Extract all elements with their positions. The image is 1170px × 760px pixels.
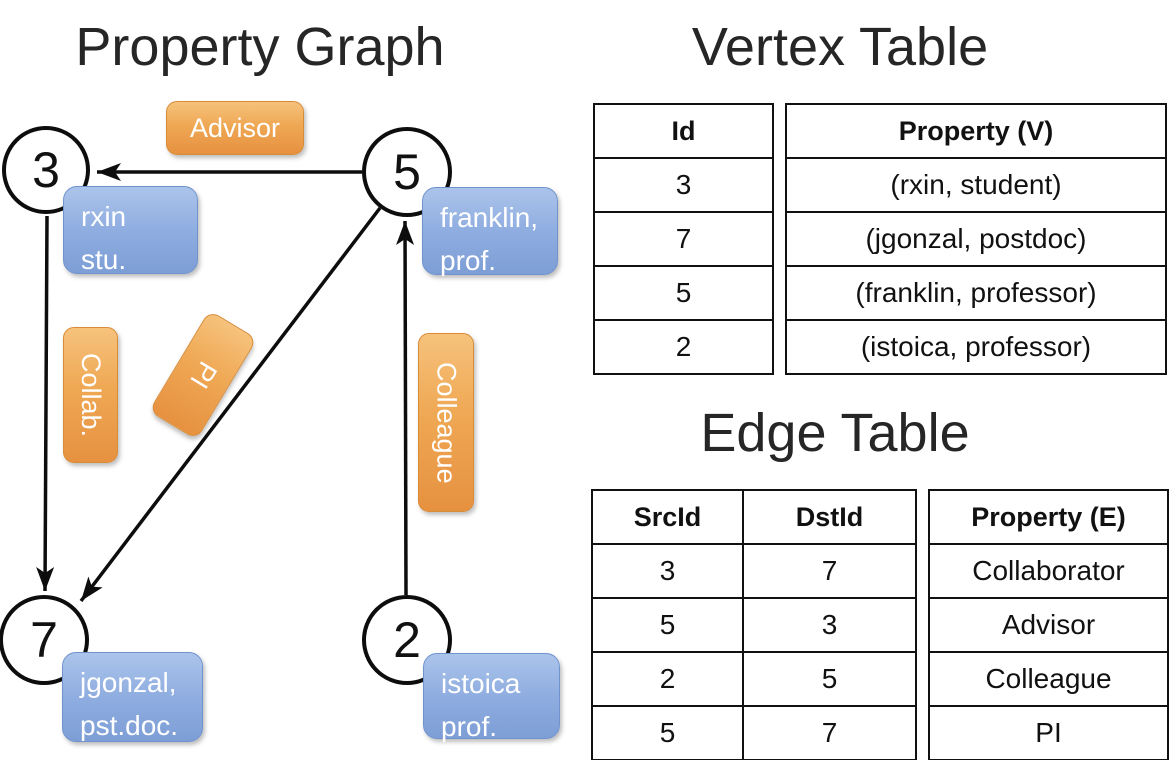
node-7-id: 7 bbox=[30, 612, 58, 668]
table-row: 3 bbox=[593, 157, 774, 213]
table-cell: PI bbox=[928, 705, 1169, 760]
property-line: istoica bbox=[441, 668, 521, 699]
property-line: prof. bbox=[440, 245, 497, 276]
property-line: stu. bbox=[81, 244, 127, 275]
table-header-row: SrcId DstId bbox=[591, 489, 917, 545]
table-cell: 5 bbox=[593, 265, 774, 321]
node-5-id: 5 bbox=[393, 144, 421, 200]
table-cell: 3 bbox=[591, 543, 744, 599]
node-2-id: 2 bbox=[393, 612, 421, 668]
table-cell: 7 bbox=[742, 705, 917, 760]
table-gap bbox=[774, 103, 785, 375]
table-row: PI bbox=[928, 705, 1169, 760]
edge-table-title: Edge Table bbox=[700, 403, 970, 463]
property-line: rxin bbox=[81, 201, 127, 232]
edge-collab-3-to-7 bbox=[36, 215, 55, 592]
table-row: (jgonzal, postdoc) bbox=[785, 211, 1167, 267]
edge-label-collab: Collab. bbox=[63, 327, 118, 463]
table-cell: 7 bbox=[742, 543, 917, 599]
table-row: Colleague bbox=[928, 651, 1169, 707]
table-cell: 3 bbox=[593, 157, 774, 213]
graph-title: Property Graph bbox=[75, 17, 445, 77]
table-header-row: Id bbox=[593, 103, 774, 159]
node-7-property-box: jgonzal, pst.doc. bbox=[62, 652, 203, 742]
edge-label-pi: PI bbox=[148, 310, 258, 440]
node-5-property-box: franklin, prof. bbox=[422, 187, 558, 276]
edge-colleague-2-to-5 bbox=[396, 220, 415, 596]
column-header-property-e: Property (E) bbox=[928, 489, 1169, 545]
table-header-row: Property (E) bbox=[928, 489, 1169, 545]
table-cell: Advisor bbox=[928, 597, 1169, 653]
table-row: Collaborator bbox=[928, 543, 1169, 599]
table-cell: (franklin, professor) bbox=[785, 265, 1167, 321]
table-row: 2 bbox=[593, 319, 774, 375]
table-row: Advisor bbox=[928, 597, 1169, 653]
node-3-property-box: rxin stu. bbox=[63, 186, 198, 275]
table-cell: 7 bbox=[593, 211, 774, 267]
property-line: jgonzal, bbox=[80, 667, 177, 698]
table-cell: 5 bbox=[591, 705, 744, 760]
table-cell: (rxin, student) bbox=[785, 157, 1167, 213]
table-cell: 2 bbox=[593, 319, 774, 375]
table-cell: 5 bbox=[742, 651, 917, 707]
table-cell: 2 bbox=[591, 651, 744, 707]
table-gap bbox=[917, 489, 928, 760]
table-row: (istoica, professor) bbox=[785, 319, 1167, 375]
property-line: pst.doc. bbox=[80, 710, 179, 741]
table-row: 7 bbox=[593, 211, 774, 267]
node-3-id: 3 bbox=[32, 142, 60, 198]
table-cell: 5 bbox=[591, 597, 744, 653]
column-header-srcid: SrcId bbox=[591, 489, 744, 545]
column-header-property-v: Property (V) bbox=[785, 103, 1167, 159]
table-cell: (istoica, professor) bbox=[785, 319, 1167, 375]
node-3: 3 bbox=[2, 126, 90, 214]
table-row: (rxin, student) bbox=[785, 157, 1167, 213]
table-cell: 3 bbox=[742, 597, 917, 653]
table-row: (franklin, professor) bbox=[785, 265, 1167, 321]
column-header-dstid: DstId bbox=[742, 489, 917, 545]
table-cell: (jgonzal, postdoc) bbox=[785, 211, 1167, 267]
table-cell: Collaborator bbox=[928, 543, 1169, 599]
vertex-property-subtable: Property (V) (rxin, student)(jgonzal, po… bbox=[785, 103, 1167, 375]
property-line: franklin, bbox=[440, 202, 539, 233]
node-2-property-box: istoica prof. bbox=[423, 653, 560, 742]
property-line: prof. bbox=[441, 711, 498, 742]
column-header-id: Id bbox=[593, 103, 774, 159]
table-cell: Colleague bbox=[928, 651, 1169, 707]
table-header-row: Property (V) bbox=[785, 103, 1167, 159]
table-row: 5 bbox=[593, 265, 774, 321]
node-5: 5 bbox=[362, 127, 452, 217]
edge-label-colleague: Colleague bbox=[418, 333, 474, 512]
vertex-table-title: Vertex Table bbox=[691, 17, 989, 77]
edge-label-advisor: Advisor bbox=[166, 101, 304, 155]
